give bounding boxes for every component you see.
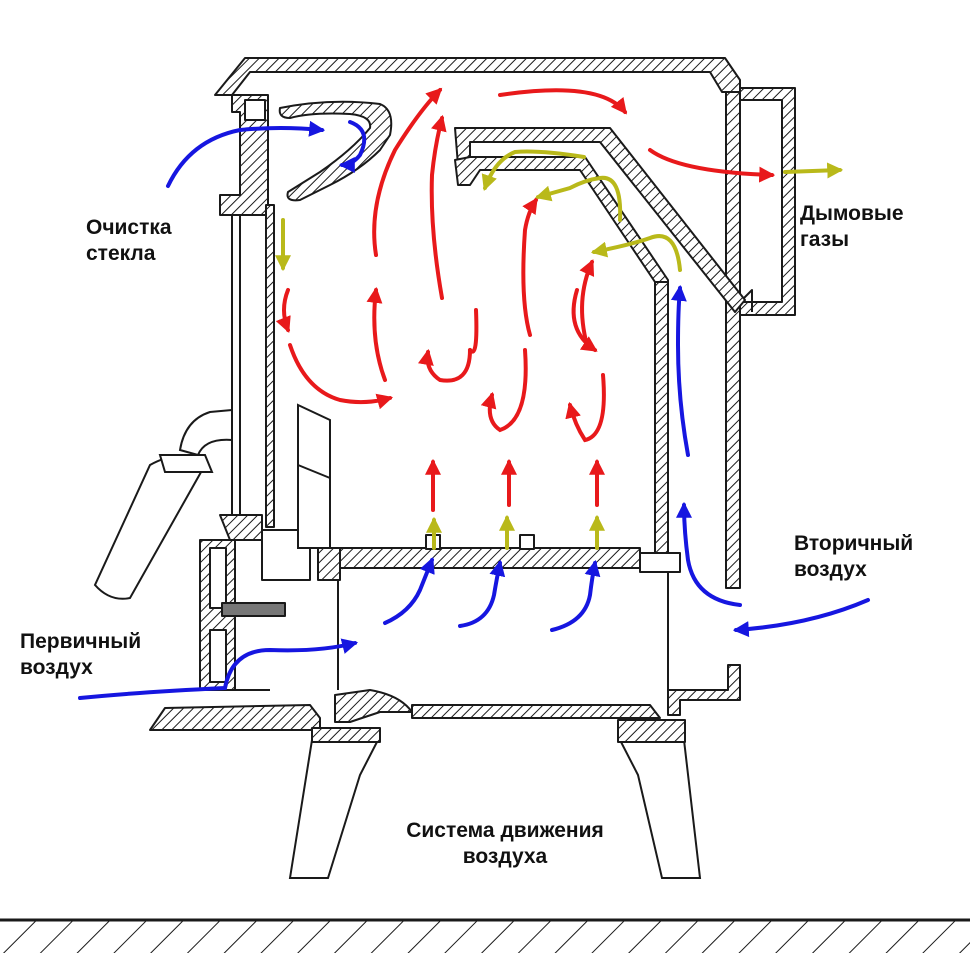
fresh-air-flow [78, 120, 870, 700]
label-air-system-line-1: Система движения [406, 819, 604, 842]
label-primary-air-line-1: Первичный [20, 630, 142, 653]
stove-legs [288, 739, 702, 879]
label-air-system: Система движения воздуха [375, 818, 635, 870]
hot-gas-flow [275, 87, 776, 512]
label-glass-cleaning: Очистка стекла [86, 215, 172, 267]
label-secondary-air: Вторичный воздух [794, 531, 913, 583]
label-air-system-line-2: воздуха [462, 845, 548, 868]
label-flue-gases-line-2: газы [800, 228, 850, 251]
label-secondary-air-line-1: Вторичный [794, 532, 914, 555]
label-primary-air-line-2: воздух [20, 656, 93, 679]
label-primary-air: Первичный воздух [20, 629, 141, 681]
label-glass-cleaning-line-2: стекла [86, 242, 156, 265]
label-flue-gases-line-1: Дымовые [800, 202, 904, 225]
label-secondary-air-line-2: воздух [794, 558, 867, 581]
stove-body [149, 57, 796, 743]
label-flue-gases: Дымовые газы [800, 201, 904, 253]
smoke-flow [275, 149, 844, 550]
label-glass-cleaning-line-1: Очистка [86, 216, 172, 239]
door-handle [93, 408, 233, 600]
floor [0, 918, 970, 953]
log-shape [297, 403, 331, 549]
